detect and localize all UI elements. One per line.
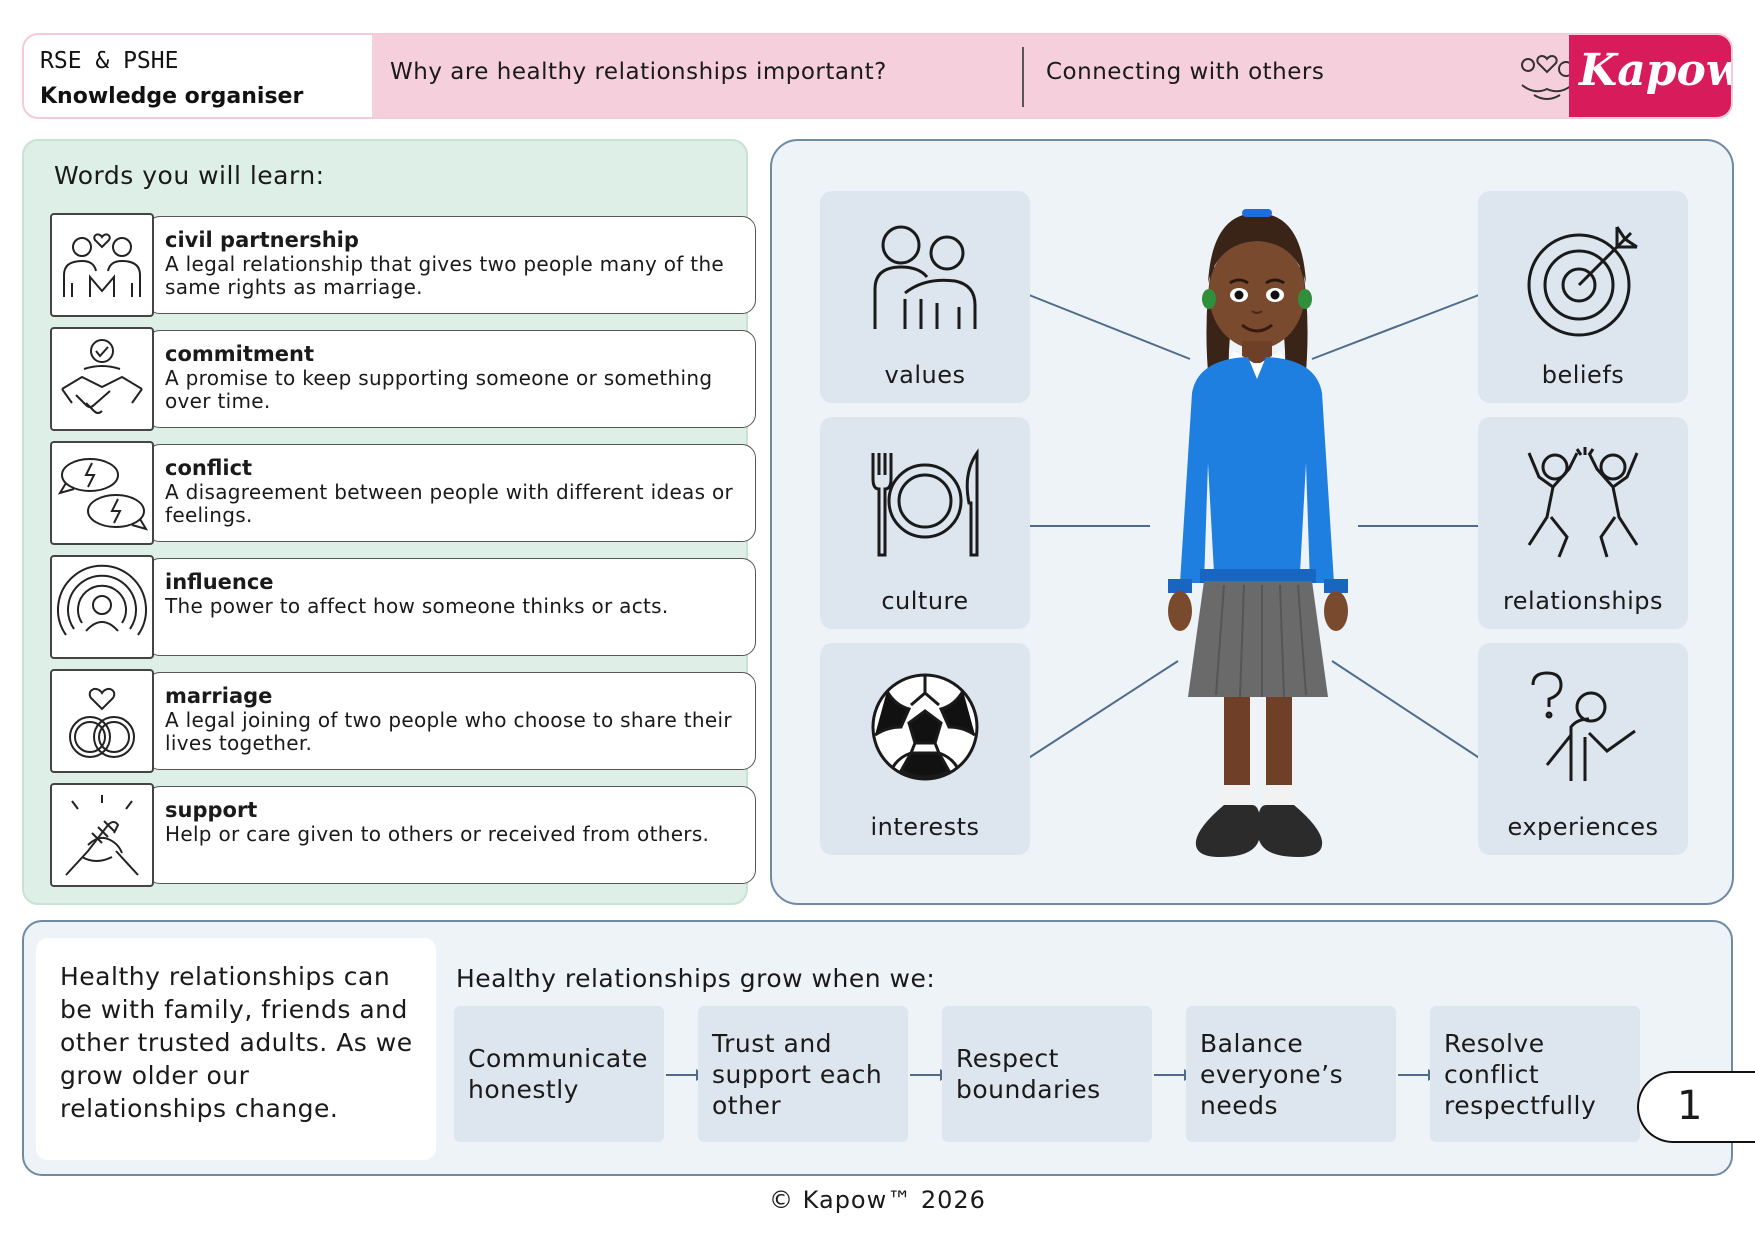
target-arrow-icon <box>1527 226 1638 337</box>
tile-label: values <box>884 361 966 389</box>
tile-label: culture <box>881 587 969 615</box>
tile-relationships: relationships <box>1478 417 1688 629</box>
vocab-icon-box <box>50 669 154 773</box>
plate-cutlery-icon <box>871 448 979 557</box>
child-illustration <box>1168 209 1348 857</box>
vocab-icon-box <box>50 783 154 887</box>
step-communicate: Communicate honestly <box>454 1006 664 1142</box>
vocab-term: support <box>165 798 258 822</box>
vocab-icon-box <box>50 213 154 317</box>
handshake-check-icon <box>61 339 143 414</box>
vocab-item-marriage: marriage A legal joining of two people w… <box>50 669 756 773</box>
high-five-icon <box>1527 447 1639 558</box>
unit-title: Connecting with others <box>1046 59 1325 85</box>
vocab-definition: A disagreement between people with diffe… <box>165 480 734 527</box>
tile-label: beliefs <box>1541 361 1625 389</box>
step-resolve: Resolve conflict respectfully <box>1430 1006 1640 1142</box>
speech-bubbles-lightning-icon <box>57 458 149 531</box>
vocab-term: influence <box>165 570 274 594</box>
step-balance: Balance everyone’s needs <box>1186 1006 1396 1142</box>
vocab-definition: A legal joining of two people who choose… <box>165 708 732 755</box>
vocab-item-influence: influence The power to affect how someon… <box>50 555 756 659</box>
vocab-term: commitment <box>165 342 314 366</box>
vocab-definition: The power to affect how someone thinks o… <box>165 594 669 618</box>
tile-label: relationships <box>1502 587 1664 615</box>
person-signal-icon <box>57 564 147 636</box>
subject-box: RSE & PSHE Knowledge organiser <box>24 35 372 117</box>
vocab-item-civil-partnership: civil partnership A legal relationship t… <box>50 213 756 317</box>
rings-heart-icon <box>69 687 135 758</box>
vocab-icon-box <box>50 327 154 431</box>
connector-lines <box>1023 292 1485 762</box>
tile-label: experiences <box>1507 813 1659 841</box>
tile-beliefs: beliefs <box>1478 191 1688 403</box>
tile-interests: interests <box>820 643 1030 855</box>
header-bar: RSE & PSHE Knowledge organiser Why are h… <box>22 33 1733 119</box>
vocab-item-conflict: conflict A disagreement between people w… <box>50 441 756 545</box>
wellbeing-hearts-icon <box>1521 55 1574 100</box>
vocab-definition: Help or care given to others or received… <box>165 822 710 846</box>
intro-text: Healthy relationships can be with family… <box>36 938 436 1160</box>
page-number: 1 <box>1637 1071 1755 1143</box>
step-respect: Respect boundaries <box>942 1006 1152 1142</box>
vocab-item-commitment: commitment A promise to keep supporting … <box>50 327 756 431</box>
step-trust: Trust and support each other <box>698 1006 908 1142</box>
tile-values: values <box>820 191 1030 403</box>
grow-title: Healthy relationships grow when we: <box>456 964 936 993</box>
vocab-card: commitment A promise to keep supporting … <box>146 330 756 428</box>
vocab-term: civil partnership <box>165 228 359 252</box>
lesson-question: Why are healthy relationships important? <box>390 59 887 85</box>
kapow-logo: Kapow™ <box>1569 35 1731 117</box>
question-person-icon <box>1531 671 1636 781</box>
clasped-hands-icon <box>65 795 139 876</box>
vocab-definition: A legal relationship that gives two peop… <box>165 252 725 299</box>
vocab-card: marriage A legal joining of two people w… <box>146 672 756 770</box>
vocabulary-panel: Words you will learn: civil partnership … <box>22 139 756 905</box>
football-icon <box>871 673 979 781</box>
identity-diagram: values culture interests beliefs <box>770 139 1734 905</box>
vocab-card: civil partnership A legal relationship t… <box>146 216 756 314</box>
vocab-item-support: support Help or care given to others or … <box>50 783 756 887</box>
vocab-card: conflict A disagreement between people w… <box>146 444 756 542</box>
vocab-term: conflict <box>165 456 253 480</box>
vocab-card: influence The power to affect how someon… <box>146 558 756 656</box>
vocab-term: marriage <box>165 684 273 708</box>
vocab-card: support Help or care given to others or … <box>146 786 756 884</box>
tile-label: interests <box>870 813 980 841</box>
subject-title: RSE & PSHE <box>40 48 179 74</box>
subject-subtitle: Knowledge organiser <box>40 84 304 109</box>
healthy-relationships-panel: Healthy relationships can be with family… <box>22 920 1733 1176</box>
header-divider <box>1022 47 1024 107</box>
two-people-hug-icon <box>873 225 977 329</box>
copyright-footer: © Kapow™ 2026 <box>769 1186 986 1214</box>
vocab-icon-box <box>50 441 154 545</box>
vocab-definition: A promise to keep supporting someone or … <box>165 366 713 413</box>
vocab-heading: Words you will learn: <box>54 161 325 190</box>
vocab-icon-box <box>50 555 154 659</box>
couple-heart-icon <box>63 233 141 297</box>
tile-experiences: experiences <box>1478 643 1688 855</box>
tile-culture: culture <box>820 417 1030 629</box>
